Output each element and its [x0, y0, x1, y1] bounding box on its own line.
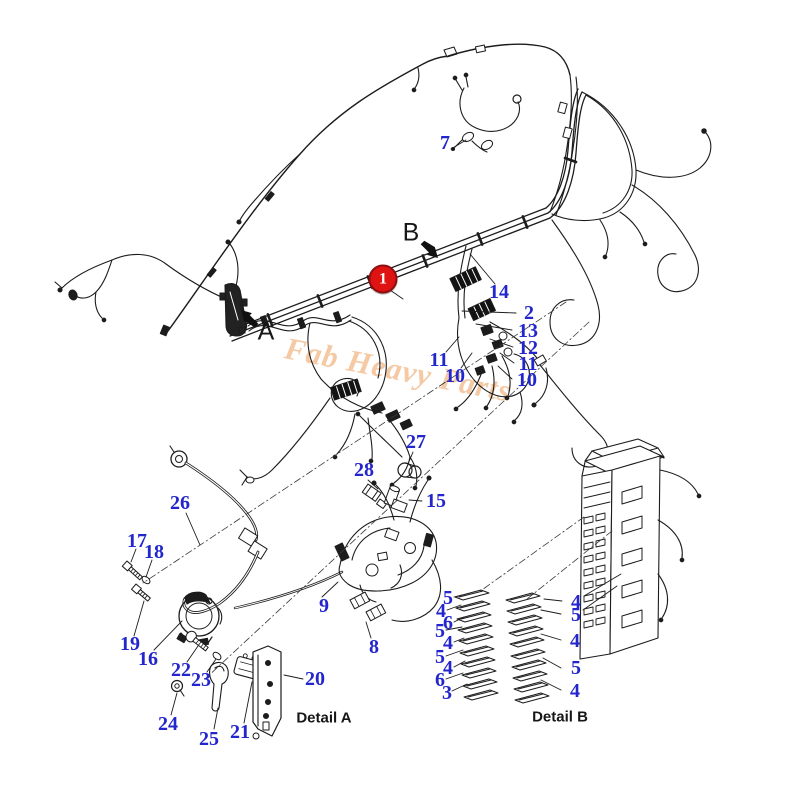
callout-26: 26	[170, 492, 190, 514]
callout-4-r1: 4	[571, 591, 581, 613]
callout-23: 23	[191, 669, 211, 691]
callout-25: 25	[199, 728, 219, 750]
callout-6-l3: 6	[443, 612, 453, 634]
callout-9: 9	[319, 595, 329, 617]
leader-lines	[130, 139, 622, 730]
detail-b-drawing	[454, 438, 702, 704]
callout-6-l8: 6	[435, 669, 445, 691]
detail-a-drawing	[121, 445, 442, 740]
callout-4-l5: 4	[443, 632, 453, 654]
arrow-b-icon	[420, 240, 438, 258]
detail-b-caption: Detail B	[532, 708, 588, 726]
callout-20: 20	[305, 668, 325, 690]
detail-a-caption: Detail A	[296, 709, 352, 727]
callout-5-l1: 5	[443, 587, 453, 609]
callout-13: 13	[518, 320, 538, 342]
part-index-badge: 1	[368, 264, 398, 294]
callout-7: 7	[440, 132, 450, 154]
callout-12: 12	[518, 337, 538, 359]
callout-4-l2: 4	[436, 600, 446, 622]
callout-3-l9: 3	[442, 682, 452, 704]
callout-19: 19	[120, 633, 140, 655]
callout-28: 28	[354, 459, 374, 481]
callout-10-right: 10	[517, 369, 537, 391]
callout-4-l7: 4	[443, 657, 453, 679]
callout-18: 18	[144, 541, 164, 563]
callout-2: 2	[524, 302, 534, 324]
callout-8: 8	[369, 636, 379, 658]
callout-14: 14	[489, 281, 509, 303]
arrow-a-icon	[241, 310, 259, 328]
callout-11-right: 11	[518, 353, 538, 375]
callout-10-left: 10	[445, 365, 465, 387]
callout-16: 16	[138, 648, 158, 670]
construction-lines	[142, 301, 613, 680]
main-harness-drawing	[54, 43, 712, 491]
callout-22: 22	[171, 659, 191, 681]
callout-11-left: 11	[429, 349, 449, 371]
view-letter-a: A	[257, 317, 275, 346]
callout-17: 17	[127, 530, 147, 552]
callout-4-r5: 4	[570, 680, 580, 702]
view-letter-b: B	[402, 218, 420, 247]
callout-27: 27	[406, 431, 426, 453]
callout-5-r4: 5	[571, 657, 581, 679]
callout-4-r3: 4	[570, 630, 580, 652]
callout-5-l6: 5	[435, 646, 445, 668]
callout-15: 15	[426, 490, 446, 512]
callout-5-l4: 5	[435, 620, 445, 642]
view-arrows	[241, 240, 438, 328]
callout-24: 24	[158, 713, 178, 735]
callout-21: 21	[230, 721, 250, 743]
callout-5-r2: 5	[571, 604, 581, 626]
